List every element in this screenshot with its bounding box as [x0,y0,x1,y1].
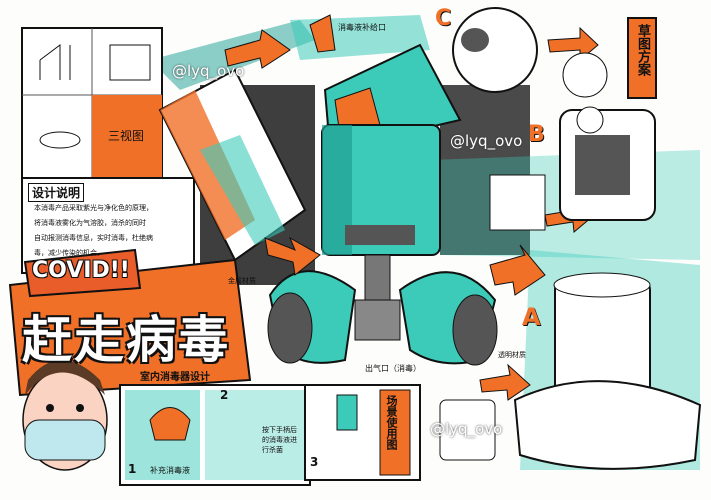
sketch-sphere-c-opening [461,28,489,52]
usage-title: 场景使用图 [385,395,398,450]
scene-device [336,394,358,431]
subtitle: 室内消毒器设计 [140,372,210,383]
sketch-box-b-knob [576,106,604,134]
face-hair [25,360,105,395]
three-view-orange-block [92,95,162,178]
watermark-top-handle: @lyq_ovo [172,62,245,80]
sketch-cylinder-left-teal [200,135,285,245]
step1-cap [149,407,191,441]
sketch-base-a [513,380,702,470]
sketch-plan-label: 草图方案 [635,24,650,76]
covid-banner [23,248,142,298]
covid-title: COVID!! [32,258,130,283]
sketch-cup [439,399,496,461]
three-views-label: 三视图 [108,129,145,143]
product-stem-block [354,299,401,341]
step2-caption: 按下手柄后的消毒液进行杀菌 [262,426,297,454]
metal-note: 金属材质 [228,277,256,285]
product-right-outlet-hole [452,294,498,366]
design-text-line-4: 毒，减少传染的机会。 [34,249,104,257]
scene-title-tag [379,389,411,476]
letter-c: C [435,6,452,31]
watermark-right-handle: @lyq_ovo [450,132,523,150]
watermark-top: @lyq_ovo [172,62,244,80]
three-view-sketch-top [39,131,81,149]
inlet-note: 消毒液补给口 [338,23,386,32]
product-body-band [345,225,415,245]
arrow-top-left [224,29,291,69]
product-left-outlet-hole [267,292,313,364]
letter-b: B [528,122,545,147]
step-3-number: 3 [310,455,319,469]
add-liquid-caption: 补充消毒液 [150,466,190,475]
sketch-box-b-window [575,135,630,195]
design-text-line-2: 将消毒液雾化为气溶胶，消杀的同时 [34,219,146,227]
sketch-plan-tag [627,17,657,99]
sketch-cube-small [489,174,546,231]
arrow-bottom-right [479,363,531,401]
design-heading: 设计说明 [28,183,85,202]
transparent-note: 透明材质 [498,351,526,359]
arrow-center-left [264,236,321,276]
step-1-number: 1 [128,462,137,476]
three-view-sketch-front [39,44,71,80]
face-mask [24,419,106,461]
sketch-cylinder-a-top [553,272,651,298]
sketch-small-sphere [562,52,608,98]
step2-bg [205,390,305,480]
three-view-sketch-side [109,44,151,81]
face-eye-right [76,404,84,412]
letter-a: A [522,303,541,331]
step-2-number: 2 [220,388,229,402]
main-title: 赶走病毒 [22,311,230,369]
arrow-to-a [489,244,546,296]
outlet-note: 出气口（消毒） [365,364,421,373]
arrow-c [547,26,599,62]
design-text-line-3: 自动报测消毒信息，实时消毒，杜绝病 [34,234,153,242]
arrow-top-center [309,14,336,53]
watermark-right: @lyq_ovo [450,132,522,150]
watermark-bottom: @lyq_ovo [430,420,502,438]
sketch-sphere-c [452,7,538,93]
design-text-line-1: 本消毒产品采取紫光与净化色的原理， [34,204,153,212]
face-eye-left [46,404,54,412]
watermark-bottom-handle: @lyq_ovo [430,420,503,438]
